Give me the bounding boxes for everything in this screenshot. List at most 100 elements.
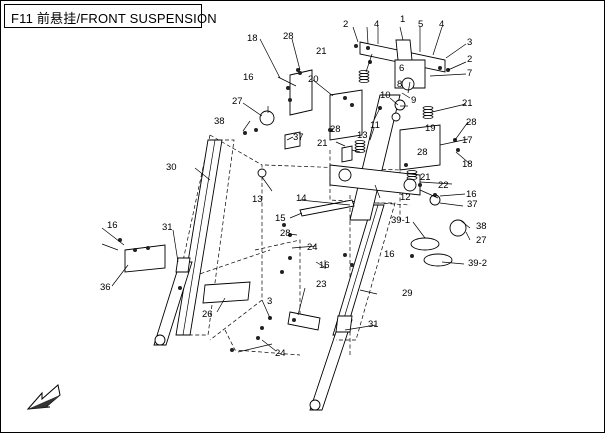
leader-line <box>401 92 411 99</box>
leader-line <box>439 193 466 197</box>
callout-c19: 19 <box>425 123 436 134</box>
spring-21-a <box>358 76 370 80</box>
callout-c28a: 28 <box>283 31 294 42</box>
small-bolt <box>296 68 300 72</box>
small-bolt <box>354 44 358 48</box>
leader-line <box>261 176 273 192</box>
leader-line <box>441 261 465 265</box>
leader-line <box>315 261 327 269</box>
leader-line <box>261 339 277 352</box>
callout-c30: 30 <box>166 162 177 173</box>
leader-line <box>366 26 369 45</box>
small-bolt <box>254 128 258 132</box>
small-bolt <box>350 103 354 107</box>
small-bolt <box>118 238 122 242</box>
leader-line <box>359 289 378 295</box>
mount-plate-20 <box>329 89 363 141</box>
leader-line <box>194 167 211 181</box>
leader-line <box>439 202 464 207</box>
direction-arrow-icon <box>26 384 61 410</box>
callout-c21d: 21 <box>420 172 431 183</box>
leader-line <box>297 287 306 316</box>
leader-line <box>242 120 251 132</box>
spring-21-b <box>422 109 434 113</box>
callout-c24a: 24 <box>307 242 318 253</box>
callout-c18a: 18 <box>247 33 258 44</box>
bushing-21 <box>341 145 353 163</box>
spring-21-d <box>406 176 418 180</box>
leader-line <box>289 233 298 236</box>
callout-c31b: 31 <box>368 319 379 330</box>
parts-drawing <box>26 26 471 411</box>
leader-line <box>261 299 271 319</box>
callout-c38b: 38 <box>476 221 487 232</box>
callout-c2a: 2 <box>343 19 348 30</box>
spring-21-a <box>358 70 370 74</box>
small-bolt <box>404 163 408 167</box>
small-bolt <box>438 66 442 70</box>
fork-slider-right-top <box>335 315 353 333</box>
callout-c38a: 38 <box>214 116 225 127</box>
leader-line <box>237 343 273 353</box>
small-bolt <box>410 254 414 258</box>
spring-21-a <box>358 79 370 83</box>
leader-line <box>331 127 334 133</box>
leader-line <box>111 264 129 287</box>
callout-c36: 36 <box>100 282 111 293</box>
leader-line <box>419 189 439 199</box>
fork-slider-right <box>309 319 353 411</box>
small-bolt <box>286 86 290 90</box>
leader-line <box>352 26 359 43</box>
callout-c21c: 21 <box>317 138 328 149</box>
leader-line <box>344 324 377 331</box>
bushing-37 <box>284 131 301 150</box>
leader-line <box>172 229 179 263</box>
small-bolt <box>230 348 234 352</box>
spring-21-c <box>354 143 366 147</box>
callout-c2b: 2 <box>467 54 472 65</box>
small-bolt <box>456 148 460 152</box>
leader-line <box>365 53 373 73</box>
spring-21-d <box>406 170 418 174</box>
small-bolt <box>350 263 354 267</box>
callout-c3b: 3 <box>267 296 272 307</box>
spring-21-b <box>422 106 434 110</box>
fork-slider-right-axle <box>309 399 321 411</box>
small-bolt <box>418 183 422 187</box>
leader-line <box>432 26 443 56</box>
callout-c28e: 28 <box>280 228 291 239</box>
callout-c39a: 39-1 <box>391 215 410 226</box>
leader-line <box>373 107 381 121</box>
callout-c10: 10 <box>380 90 391 101</box>
callout-c7: 7 <box>467 68 472 79</box>
leader-line <box>454 121 469 141</box>
bearing-seal <box>391 112 401 122</box>
bracket-23 <box>287 311 321 331</box>
callout-c28c: 28 <box>330 124 341 135</box>
callout-c20: 20 <box>308 74 319 85</box>
leader-line <box>419 181 453 185</box>
callout-c16d: 16 <box>319 260 330 271</box>
callout-c14: 14 <box>296 193 307 204</box>
page-title: F11 前悬挂/FRONT SUSPENSION <box>11 11 217 26</box>
bearing-race-top <box>401 77 415 91</box>
leader-line <box>431 103 467 113</box>
small-bolt <box>282 223 286 227</box>
leader-line <box>429 73 467 77</box>
callout-c28b: 28 <box>466 117 477 128</box>
small-bolt <box>328 128 332 132</box>
callout-c12: 12 <box>400 192 411 203</box>
callout-c13b: 13 <box>252 194 263 205</box>
callout-c37a: 37 <box>293 132 304 143</box>
fork-tube-right-edge <box>338 204 379 336</box>
callout-c27a: 27 <box>232 96 243 107</box>
assembly-guide-line <box>254 239 301 320</box>
callout-c26: 26 <box>202 309 213 320</box>
title-box: F11 前悬挂/FRONT SUSPENSION <box>4 4 217 28</box>
leader-line <box>351 149 361 153</box>
small-bolt <box>292 318 296 322</box>
fork-tube-left-edge <box>182 139 216 336</box>
callout-c29: 29 <box>402 288 413 299</box>
small-bolt <box>256 336 260 340</box>
